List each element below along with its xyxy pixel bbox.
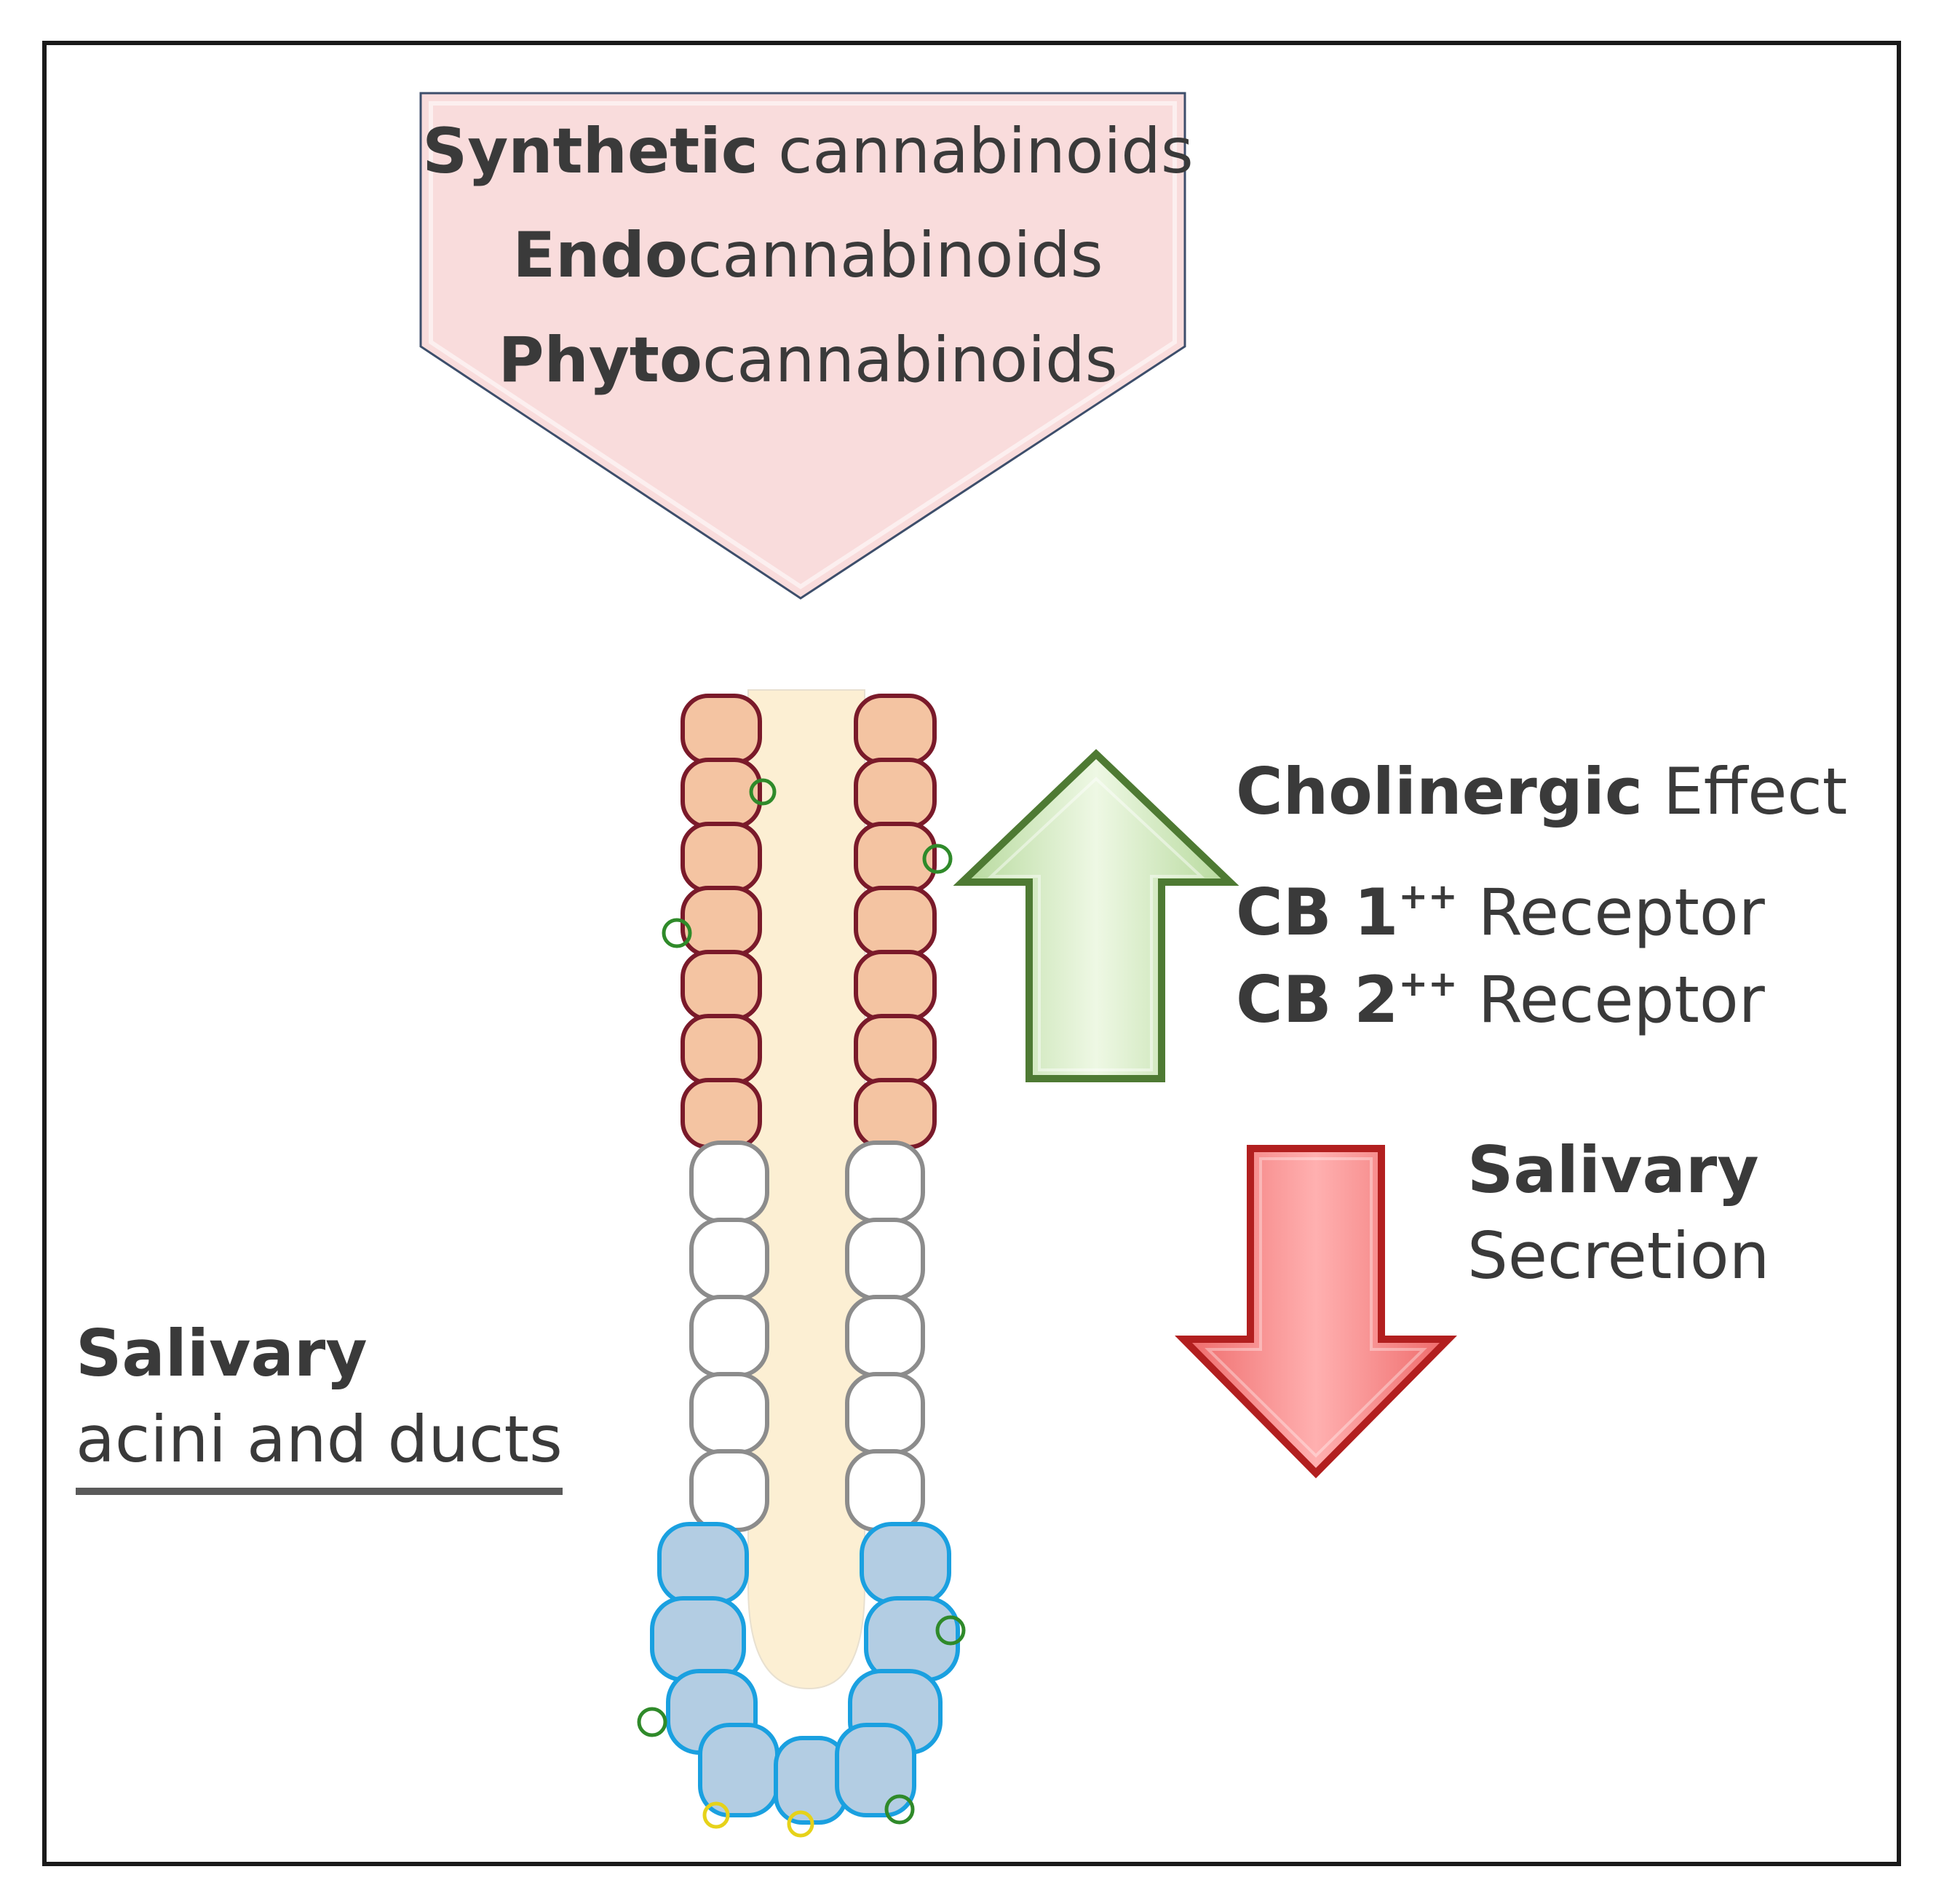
acinar-cell xyxy=(864,1596,960,1682)
gland-lumen xyxy=(747,689,865,1690)
salivary-secretion-title: Salivary xyxy=(1467,1133,1759,1207)
duct-cell-left xyxy=(681,1014,762,1085)
cb2-receptor-label: CB 2++ Receptor xyxy=(1236,967,1765,1032)
myoepithelial-bud xyxy=(935,1615,966,1646)
intercalated-cell-right xyxy=(845,1295,925,1378)
phyto-normal: cannabinoids xyxy=(702,324,1118,397)
duct-cell-left xyxy=(681,950,762,1021)
endocannabinoids-label: Endocannabinoids xyxy=(386,224,1230,287)
myoepithelial-bud xyxy=(702,1801,730,1829)
figure-frame xyxy=(42,41,1901,1866)
duct-cell-right xyxy=(854,1014,937,1085)
duct-cell-right xyxy=(854,758,937,829)
cb2-sup: ++ xyxy=(1398,963,1458,1004)
synthetic-normal: cannabinoids xyxy=(758,115,1194,188)
intercalated-cell-right xyxy=(845,1218,925,1301)
acinar-cell xyxy=(650,1596,746,1682)
intercalated-cell-left xyxy=(689,1372,769,1455)
gland-label-subtitle: acini and ducts xyxy=(76,1408,563,1495)
salivary-secretion-subtitle: Secretion xyxy=(1467,1218,1770,1293)
intercalated-cell-right xyxy=(845,1141,925,1223)
phyto-bold: Phyto xyxy=(498,324,702,397)
intercalated-cell-right xyxy=(845,1449,925,1532)
myoepithelial-bud xyxy=(884,1794,915,1825)
synthetic-bold: Synthetic xyxy=(422,115,758,188)
myoepithelial-bud xyxy=(787,1810,814,1838)
cb1-sup: ++ xyxy=(1398,876,1458,917)
phytocannabinoids-label: Phytocannabinoids xyxy=(386,329,1230,392)
intercalated-cell-left xyxy=(689,1449,769,1532)
cb2-normal: Receptor xyxy=(1457,962,1765,1037)
endo-normal: cannabinoids xyxy=(688,219,1103,292)
myoepithelial-bud xyxy=(922,844,953,874)
intercalated-cell-left xyxy=(689,1295,769,1378)
duct-cell-left xyxy=(681,1078,762,1149)
synthetic-cannabinoids-label: Synthetic cannabinoids xyxy=(386,120,1230,183)
duct-cell-left xyxy=(681,822,762,893)
acinar-cell xyxy=(657,1522,749,1605)
cb1-bold: CB 1 xyxy=(1236,875,1399,950)
increase-arrow xyxy=(953,749,1239,1082)
cholinergic-effect-label: Cholinergic Effect xyxy=(1236,760,1847,824)
salivary-gland-illustration xyxy=(637,689,966,1838)
decrease-arrow xyxy=(1175,1145,1457,1479)
intercalated-cell-right xyxy=(845,1372,925,1455)
myoepithelial-bud xyxy=(749,778,777,806)
duct-cell-right xyxy=(854,694,937,765)
cholinergic-normal: Effect xyxy=(1643,754,1848,829)
acinar-cell xyxy=(835,1723,916,1817)
duct-cell-left xyxy=(681,886,762,957)
cb2-bold: CB 2 xyxy=(1236,962,1399,1037)
acinar-cell xyxy=(860,1522,951,1605)
duct-cell-right xyxy=(854,950,937,1021)
cannabinoid-source-pentagon xyxy=(419,92,1186,600)
intercalated-cell-left xyxy=(689,1141,769,1223)
duct-cell-right xyxy=(854,1078,937,1149)
myoepithelial-bud xyxy=(637,1707,667,1737)
acinar-cell xyxy=(698,1723,779,1817)
cb1-normal: Receptor xyxy=(1457,875,1765,950)
duct-cell-left xyxy=(681,694,762,765)
intercalated-cell-left xyxy=(689,1218,769,1301)
duct-cell-right xyxy=(854,886,937,957)
endo-bold: Endo xyxy=(512,219,689,292)
cb1-receptor-label: CB 1++ Receptor xyxy=(1236,879,1765,945)
gland-label-title: Salivary xyxy=(76,1316,368,1391)
cholinergic-bold: Cholinergic xyxy=(1236,754,1643,829)
duct-cell-left xyxy=(681,758,762,829)
myoepithelial-bud xyxy=(662,918,692,948)
